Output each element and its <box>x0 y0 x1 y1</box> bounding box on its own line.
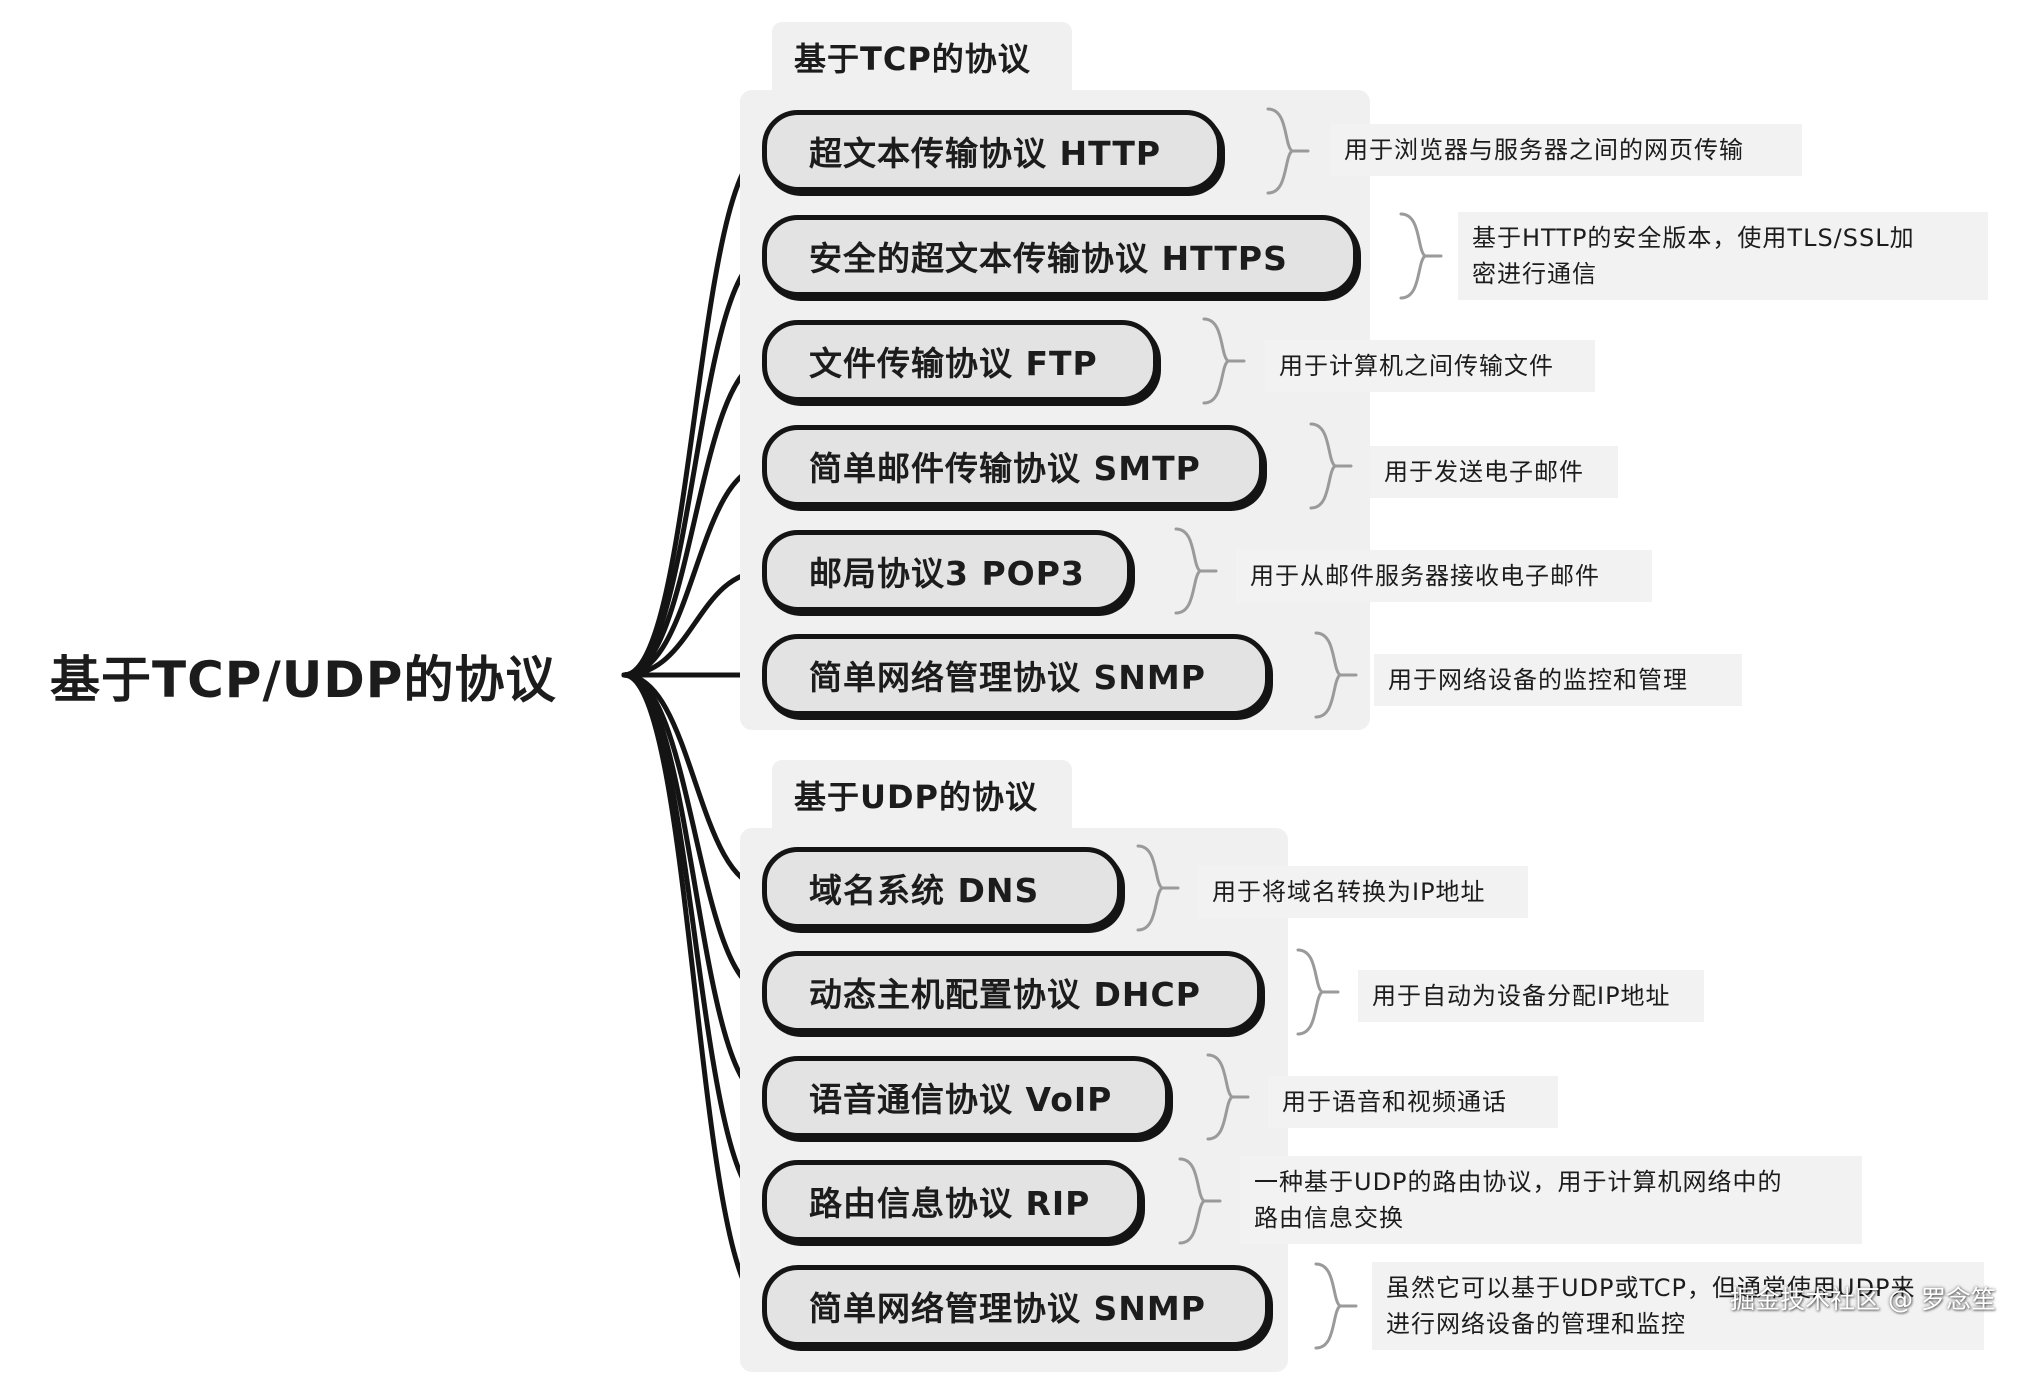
protocol-node-http: 超文本传输协议 HTTP <box>762 110 1222 192</box>
protocol-node-dhcp: 动态主机配置协议 DHCP <box>762 951 1262 1033</box>
bracket-connector <box>1314 631 1358 719</box>
root-topic: 基于TCP/UDP的协议 <box>50 651 557 709</box>
protocol-desc-pop3: 用于从邮件服务器接收电子邮件 <box>1236 550 1652 602</box>
protocol-node-rip: 路由信息协议 RIP <box>762 1160 1142 1242</box>
bracket-path <box>1296 948 1340 1036</box>
protocol-node-pop3: 邮局协议3 POP3 <box>762 530 1132 612</box>
bracket-path <box>1266 107 1310 195</box>
bracket-connector <box>1174 527 1218 615</box>
bracket-connector <box>1206 1053 1250 1141</box>
protocol-node-ftp: 文件传输协议 FTP <box>762 320 1158 402</box>
bracket-path <box>1309 422 1353 510</box>
branch-line <box>621 672 769 1309</box>
bracket-connector <box>1136 844 1180 932</box>
protocol-node-snmp-tcp: 简单网络管理协议 SNMP <box>762 634 1270 716</box>
protocol-node-https: 安全的超文本传输协议 HTTPS <box>762 215 1358 297</box>
bracket-path <box>1202 317 1246 405</box>
protocol-desc-voip: 用于语音和视频通话 <box>1268 1076 1558 1128</box>
tcp-group-panel <box>740 90 1370 730</box>
protocol-node-voip: 语音通信协议 VoIP <box>762 1056 1170 1138</box>
bracket-connector <box>1309 422 1353 510</box>
protocol-desc-snmp-udp: 虽然它可以基于UDP或TCP，但通常使用UDP来 进行网络设备的管理和监控 <box>1372 1262 1984 1350</box>
bracket-path <box>1136 844 1180 932</box>
protocol-desc-snmp-tcp: 用于网络设备的监控和管理 <box>1374 654 1742 706</box>
bracket-path <box>1206 1053 1250 1141</box>
protocol-desc-dns: 用于将域名转换为IP地址 <box>1198 866 1528 918</box>
bracket-path <box>1178 1157 1222 1245</box>
bracket-connector <box>1314 1262 1358 1350</box>
bracket-path <box>1399 212 1443 300</box>
tcp-group-title: 基于TCP的协议 <box>772 22 1072 92</box>
protocol-desc-https: 基于HTTP的安全版本，使用TLS/SSL加 密进行通信 <box>1458 212 1988 300</box>
bracket-path <box>1314 1262 1358 1350</box>
protocol-desc-smtp: 用于发送电子邮件 <box>1370 446 1618 498</box>
bracket-connector <box>1399 212 1443 300</box>
protocol-node-smtp: 简单邮件传输协议 SMTP <box>762 425 1264 507</box>
bracket-connector <box>1178 1157 1222 1245</box>
protocol-desc-rip: 一种基于UDP的路由协议，用于计算机网络中的 路由信息交换 <box>1240 1156 1862 1244</box>
bracket-connector <box>1296 948 1340 1036</box>
bracket-path <box>1174 527 1218 615</box>
protocol-desc-http: 用于浏览器与服务器之间的网页传输 <box>1330 124 1802 176</box>
bracket-connector <box>1266 107 1310 195</box>
bracket-path <box>1314 631 1358 719</box>
bracket-connector <box>1202 317 1246 405</box>
watermark: 掘金技术社区 @ 罗念笙 <box>1730 1285 1996 1314</box>
protocol-node-snmp-udp: 简单网络管理协议 SNMP <box>762 1265 1270 1347</box>
udp-group-title: 基于UDP的协议 <box>772 760 1072 830</box>
protocol-node-dns: 域名系统 DNS <box>762 847 1122 929</box>
protocol-desc-dhcp: 用于自动为设备分配IP地址 <box>1358 970 1704 1022</box>
protocol-desc-ftp: 用于计算机之间传输文件 <box>1265 340 1595 392</box>
